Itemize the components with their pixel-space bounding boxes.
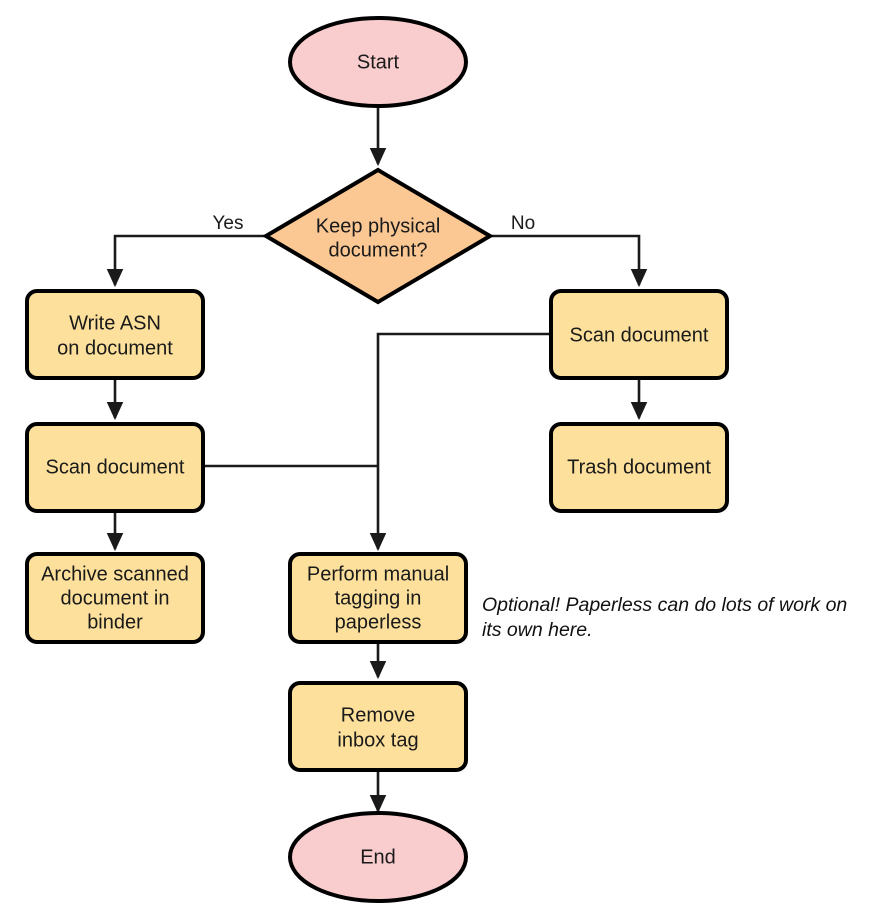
scan-document-left-label: Scan document xyxy=(46,456,185,478)
trash-document-label: Trash document xyxy=(567,456,711,478)
node-write-asn[interactable]: Write ASN on document xyxy=(25,289,205,380)
archive-label-line2: document in xyxy=(61,587,170,609)
decision-label-line2: document? xyxy=(329,239,428,261)
decision-label-line1: Keep physical xyxy=(316,215,441,237)
scan-document-right-box[interactable] xyxy=(549,289,729,380)
node-archive-scanned-document[interactable]: Archive scanned document in binder xyxy=(25,552,205,644)
node-end[interactable]: End xyxy=(288,811,468,903)
optional-note-line1: Optional! Paperless can do lots of work … xyxy=(482,594,847,616)
edge-label-no: No xyxy=(511,213,535,234)
archive-label-line3: binder xyxy=(87,611,143,633)
remove-inbox-label-line1: Remove xyxy=(341,704,415,726)
remove-inbox-label-line2: inbox tag xyxy=(337,729,418,751)
scan-document-left-box[interactable] xyxy=(25,422,205,513)
tagging-box[interactable] xyxy=(288,552,468,644)
tagging-label-line1: Perform manual xyxy=(307,563,449,585)
scan-document-right-label: Scan document xyxy=(570,324,709,346)
node-trash-document[interactable]: Trash document xyxy=(549,422,729,513)
write-asn-label-line2: on document xyxy=(57,337,173,359)
end-ellipse[interactable] xyxy=(288,811,468,903)
edge-decision-yes-to-write-asn xyxy=(106,234,265,288)
edge-decision-no-to-scan-right xyxy=(490,234,648,288)
node-scan-document-left[interactable]: Scan document xyxy=(25,422,205,513)
remove-inbox-tag-box[interactable] xyxy=(288,681,468,772)
archive-box[interactable] xyxy=(25,552,205,644)
optional-note-line2: its own here. xyxy=(482,619,593,641)
node-start[interactable]: Start xyxy=(288,16,468,108)
node-remove-inbox-tag[interactable]: Remove inbox tag xyxy=(288,681,468,772)
node-decision-keep-physical-document[interactable]: Keep physical document? xyxy=(262,167,494,305)
write-asn-label-line1: Write ASN xyxy=(69,312,161,334)
start-ellipse[interactable] xyxy=(288,16,468,108)
end-label: End xyxy=(360,846,396,868)
tagging-label-line2: tagging in xyxy=(335,587,422,609)
start-label: Start xyxy=(357,51,400,73)
tagging-label-line3: paperless xyxy=(335,611,422,633)
write-asn-box[interactable] xyxy=(25,289,205,380)
optional-note: Optional! Paperless can do lots of work … xyxy=(482,594,847,641)
node-perform-manual-tagging[interactable]: Perform manual tagging in paperless xyxy=(288,552,468,644)
decision-diamond[interactable] xyxy=(262,167,494,305)
trash-document-box[interactable] xyxy=(549,422,729,513)
node-scan-document-right[interactable]: Scan document xyxy=(549,289,729,380)
edge-label-yes: Yes xyxy=(213,213,244,234)
archive-label-line1: Archive scanned xyxy=(41,563,189,585)
edge-scan-right-to-tagging xyxy=(369,332,551,552)
